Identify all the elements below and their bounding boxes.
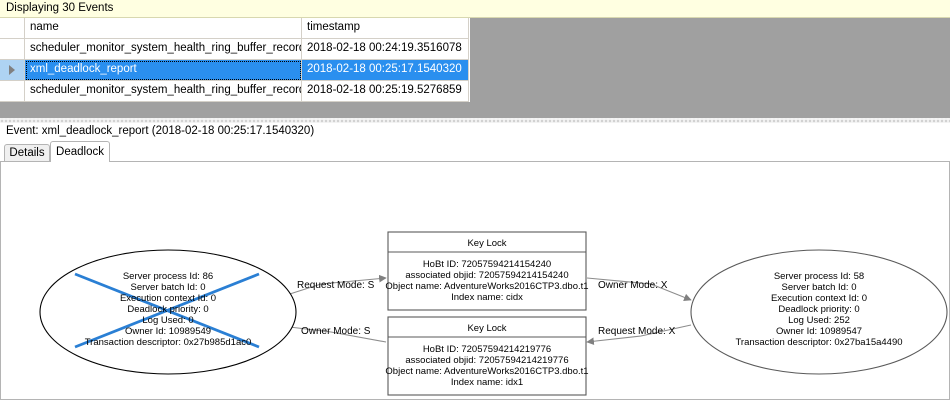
cell-name[interactable]: scheduler_monitor_system_health_ring_buf… xyxy=(25,39,302,60)
tab-deadlock[interactable]: Deadlock xyxy=(50,141,110,162)
edge-right-owner-label: Owner Mode: X xyxy=(598,280,668,291)
process-node-left[interactable]: Server process Id: 86 Server batch Id: 0… xyxy=(39,249,297,375)
process-left-line-5: Owner Id: 10989549 xyxy=(125,326,211,337)
process-node-right[interactable]: Server process Id: 58 Server batch Id: 0… xyxy=(690,249,948,375)
cell-name[interactable]: xml_deadlock_report xyxy=(25,60,302,81)
active-tab-underline-mask xyxy=(51,161,109,163)
process-right-line-2: Execution context Id: 0 xyxy=(771,293,867,304)
process-right-line-1: Server batch Id: 0 xyxy=(782,282,857,293)
event-detail-title: Event: xml_deadlock_report (2018-02-18 0… xyxy=(6,125,315,137)
row-selector[interactable] xyxy=(0,81,25,102)
keylock-top-title: Key Lock xyxy=(467,238,506,249)
cell-name[interactable]: scheduler_monitor_system_health_ring_buf… xyxy=(25,81,302,102)
keylock-top-line-2: Object name: AdventureWorks2016CTP3.dbo.… xyxy=(385,281,588,292)
keylock-top-line-3: Index name: cidx xyxy=(451,292,523,303)
events-status-bar: Displaying 30 Events xyxy=(0,0,950,18)
table-row[interactable]: scheduler_monitor_system_health_ring_buf… xyxy=(0,39,469,60)
resource-node-keylock-bottom[interactable]: Key Lock HoBt ID: 72057594214219776 asso… xyxy=(385,316,589,396)
process-left-line-0: Server process Id: 86 xyxy=(123,271,213,282)
edge-right-request-label: Request Mode: X xyxy=(598,326,676,337)
grid-header-row: name timestamp xyxy=(0,18,469,39)
tab-details[interactable]: Details xyxy=(4,144,50,162)
row-selector[interactable] xyxy=(0,60,25,81)
table-row-selected[interactable]: xml_deadlock_report 2018-02-18 00:25:17.… xyxy=(0,60,469,81)
edge-left-request-label: Request Mode: S xyxy=(297,280,375,291)
cell-timestamp[interactable]: 2018-02-18 00:25:19.5276859 xyxy=(302,81,469,102)
keylock-bottom-line-1: associated objid: 72057594214219776 xyxy=(405,355,568,366)
keylock-bottom-line-0: HoBt ID: 72057594214219776 xyxy=(423,344,551,355)
grid-header-timestamp[interactable]: timestamp xyxy=(302,18,469,39)
keylock-bottom-line-3: Index name: idx1 xyxy=(451,377,523,388)
row-selector-arrow-icon xyxy=(9,65,15,75)
keylock-bottom-line-2: Object name: AdventureWorks2016CTP3.dbo.… xyxy=(385,366,588,377)
edge-right-owner: Owner Mode: X xyxy=(586,277,692,302)
row-selector[interactable] xyxy=(0,39,25,60)
victim-cross-icon xyxy=(74,272,260,349)
process-right-line-0: Server process Id: 58 xyxy=(774,271,864,282)
process-right-line-5: Owner Id: 10989547 xyxy=(776,326,862,337)
tabstrip: Details Deadlock xyxy=(0,141,950,162)
keylock-top-line-1: associated objid: 72057594214154240 xyxy=(405,270,568,281)
process-right-line-6: Transaction descriptor: 0x27ba15a4490 xyxy=(735,337,902,348)
process-right-line-4: Log Used: 252 xyxy=(788,315,850,326)
resource-node-keylock-top[interactable]: Key Lock HoBt ID: 72057594214154240 asso… xyxy=(385,231,589,311)
tabstrip-underline xyxy=(0,161,950,162)
process-left-line-1: Server batch Id: 0 xyxy=(131,282,206,293)
deadlock-graph-canvas[interactable]: Request Mode: S Owner Mode: S Owner Mode… xyxy=(0,162,950,400)
cell-timestamp[interactable]: 2018-02-18 00:24:19.3516078 xyxy=(302,39,469,60)
process-left-line-4: Log Used: 0 xyxy=(142,315,193,326)
grid-header-name[interactable]: name xyxy=(25,18,302,39)
process-right-line-3: Deadlock priority: 0 xyxy=(778,304,859,315)
events-grid-area: name timestamp scheduler_monitor_system_… xyxy=(0,18,950,123)
edge-left-owner-label: Owner Mode: S xyxy=(301,326,371,337)
process-left-line-3: Deadlock priority: 0 xyxy=(127,304,208,315)
edge-right-request: Request Mode: X xyxy=(586,324,692,346)
keylock-bottom-title: Key Lock xyxy=(467,323,506,334)
event-detail-header: Event: xml_deadlock_report (2018-02-18 0… xyxy=(0,123,950,141)
events-grid[interactable]: name timestamp scheduler_monitor_system_… xyxy=(0,18,470,102)
cell-timestamp[interactable]: 2018-02-18 00:25:17.1540320 xyxy=(302,60,469,81)
table-row[interactable]: scheduler_monitor_system_health_ring_buf… xyxy=(0,81,469,102)
process-left-line-2: Execution context Id: 0 xyxy=(120,293,216,304)
process-left-line-6: Transaction descriptor: 0x27b985d1ac0 xyxy=(85,337,252,348)
grid-header-rowselector[interactable] xyxy=(0,18,25,39)
events-count-label: Displaying 30 Events xyxy=(6,2,114,14)
keylock-top-line-0: HoBt ID: 72057594214154240 xyxy=(423,259,551,270)
horizontal-splitter[interactable] xyxy=(0,118,950,123)
